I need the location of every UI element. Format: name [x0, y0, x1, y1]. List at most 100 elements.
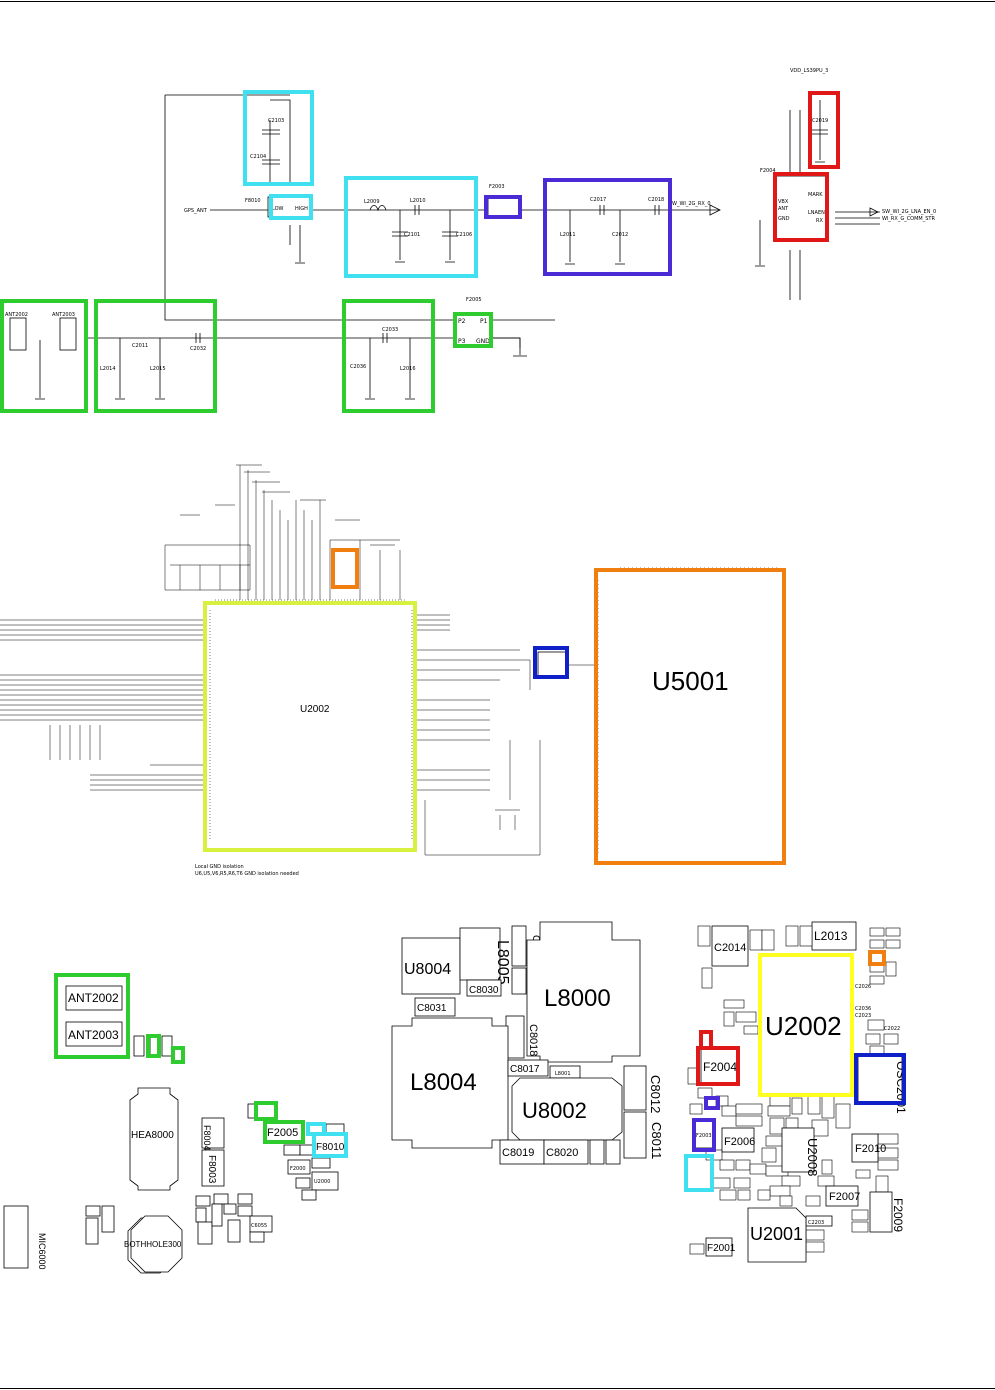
label-gnd2: GND: [476, 338, 490, 345]
highlight-ant-match: [94, 299, 217, 413]
note-gnd-isolation-2: U6,U5,V6,R5,R6,T6 GND isolation needed: [195, 871, 299, 877]
bottom-rule: [0, 1388, 995, 1389]
highlight-u5001: [594, 568, 786, 865]
pcb-c8030: C8030: [469, 985, 499, 996]
label-c2104: C2104: [250, 154, 266, 160]
label-net-right2: WI_RX_G_COMM_STR: [882, 216, 935, 222]
label-c2036: C2036: [350, 364, 366, 370]
pcb-f2005: F2005: [267, 1127, 298, 1139]
pcb-f8003: F8003: [206, 1155, 217, 1184]
pcb-u8002: U8002: [522, 1098, 587, 1123]
pcb-c2036: C2036: [855, 1006, 871, 1012]
highlight-pcb-u2002: [758, 953, 854, 1097]
highlight-pcb-c2032: [171, 1046, 185, 1064]
label-c2101: C2101: [404, 232, 420, 238]
pcb-c8012: C8012: [648, 1075, 663, 1113]
pcb-l8005: L8005: [494, 940, 511, 985]
highlight-pcb-antennas: [54, 973, 130, 1059]
pcb-l2013: L2013: [814, 929, 848, 943]
top-rule: [0, 1, 995, 2]
label-l2014: L2014: [100, 366, 116, 372]
note-gnd-isolation: Local GND isolation: [195, 864, 244, 870]
highlight-pcb-f2005: [263, 1120, 305, 1144]
label-c2032: C2032: [190, 346, 206, 352]
label-ant: ANT: [778, 206, 789, 212]
pcb-f2001: F2001: [707, 1243, 736, 1254]
pcb-l8004: L8004: [410, 1069, 477, 1096]
highlight-c2019: [808, 91, 840, 169]
label-f2004: F2004: [760, 168, 776, 174]
highlight-pcb-c2011: [146, 1034, 161, 1058]
pcb-f2003: F2003: [696, 1133, 712, 1139]
highlight-c2033-match: [342, 299, 435, 413]
label-gps-ant: GPS_ANT: [184, 208, 208, 214]
label-f2005-sch: F2005: [466, 297, 482, 303]
pcb-c8011: C8011: [649, 1122, 664, 1159]
label-c2019: C2019: [812, 118, 828, 124]
pcb-c8019: C8019: [502, 1147, 534, 1159]
pcb-ant2002: ANT2002: [68, 991, 119, 1005]
highlight-pcb-c2017: [704, 1096, 720, 1110]
pcb-f2006: F2006: [724, 1136, 755, 1148]
label-l2011: L2011: [560, 232, 576, 238]
ic-schematic: U2002 U5001 Local GND isolation U6,U5,V6…: [0, 464, 786, 877]
pcb-f2000: F2000: [290, 1166, 306, 1172]
pcb-c2203: C2203: [808, 1220, 824, 1226]
label-u2002-sch: U2002: [300, 704, 330, 715]
highlight-osc-sch: [533, 646, 569, 679]
highlight-pcb-osc2001: [854, 1053, 906, 1105]
pcb-f2010: F2010: [855, 1143, 886, 1155]
label-c2103: C2103: [268, 118, 284, 124]
label-l2015: L2015: [150, 366, 166, 372]
label-low: LOW: [272, 206, 284, 212]
highlight-antennas: [0, 299, 88, 413]
pcb-f8004: F8004: [202, 1125, 212, 1151]
label-p2: P2: [458, 318, 466, 325]
pcb-hea8000: HEA8000: [131, 1130, 174, 1141]
label-c2017: C2017: [590, 197, 606, 203]
label-p1: P1: [480, 318, 488, 325]
pcb-u2000: U2000: [314, 1179, 330, 1185]
pcb-c8020: C8020: [546, 1147, 578, 1159]
pcb-c8018: C8018: [527, 1024, 539, 1056]
highlight-f8010: [269, 194, 313, 220]
pcb-c8031: C8031: [417, 1003, 447, 1014]
pcb-u2002: U2002: [765, 1011, 842, 1041]
label-c2106: C2106: [456, 232, 472, 238]
label-mark: MARK: [808, 192, 823, 198]
highlight-f2005: [453, 312, 493, 348]
pcb-u2001: U2001: [750, 1224, 803, 1244]
pcb-c2023: C2023: [855, 1013, 871, 1019]
highlight-pcb-gps-filter: [684, 1154, 714, 1192]
pcb-f2004: F2004: [703, 1060, 737, 1074]
pcb-ant2003: ANT2003: [68, 1028, 119, 1042]
highlight-pcb-orange: [868, 950, 886, 966]
label-vdd: VDD_LS39PU_3: [790, 68, 828, 74]
label-l2010: L2010: [410, 198, 426, 204]
label-c2012: C2012: [612, 232, 628, 238]
highlight-u2002-sch: [203, 601, 417, 852]
label-vbx: VBX: [778, 199, 789, 205]
label-net-rx: W_WI_2G_RX_0: [672, 201, 711, 207]
pcb-layout: ANT2002 ANT2003 HEA8000 F8004 F8003 F200…: [3, 921, 908, 1274]
pcb-bothhole: BOTHHOLE300: [124, 1240, 182, 1249]
label-high: HIGH: [295, 206, 308, 212]
pcb-u8004: U8004: [404, 961, 451, 978]
pcb-u2008: U2008: [805, 1138, 820, 1176]
label-l2009: L2009: [364, 199, 380, 205]
highlight-pcb-f2003: [692, 1118, 716, 1152]
highlight-pcb-c2019: [699, 1030, 713, 1050]
pcb-c2026: C2026: [855, 984, 871, 990]
highlight-pcb-f8010: [312, 1132, 348, 1158]
pcb-f8010: F8010: [316, 1142, 345, 1153]
label-u5001: U5001: [652, 666, 729, 696]
label-f2003: F2003: [489, 184, 505, 190]
label-c2033: C2033: [382, 327, 398, 333]
pcb-c2014: C2014: [714, 942, 746, 954]
highlight-orange-cap: [331, 548, 359, 589]
pcb-l8000: L8000: [544, 985, 611, 1012]
highlight-pcb-c2033: [254, 1101, 278, 1121]
pcb-c6055: C6055: [251, 1223, 267, 1229]
pcb-mic6000: MIC6000: [37, 1233, 47, 1270]
